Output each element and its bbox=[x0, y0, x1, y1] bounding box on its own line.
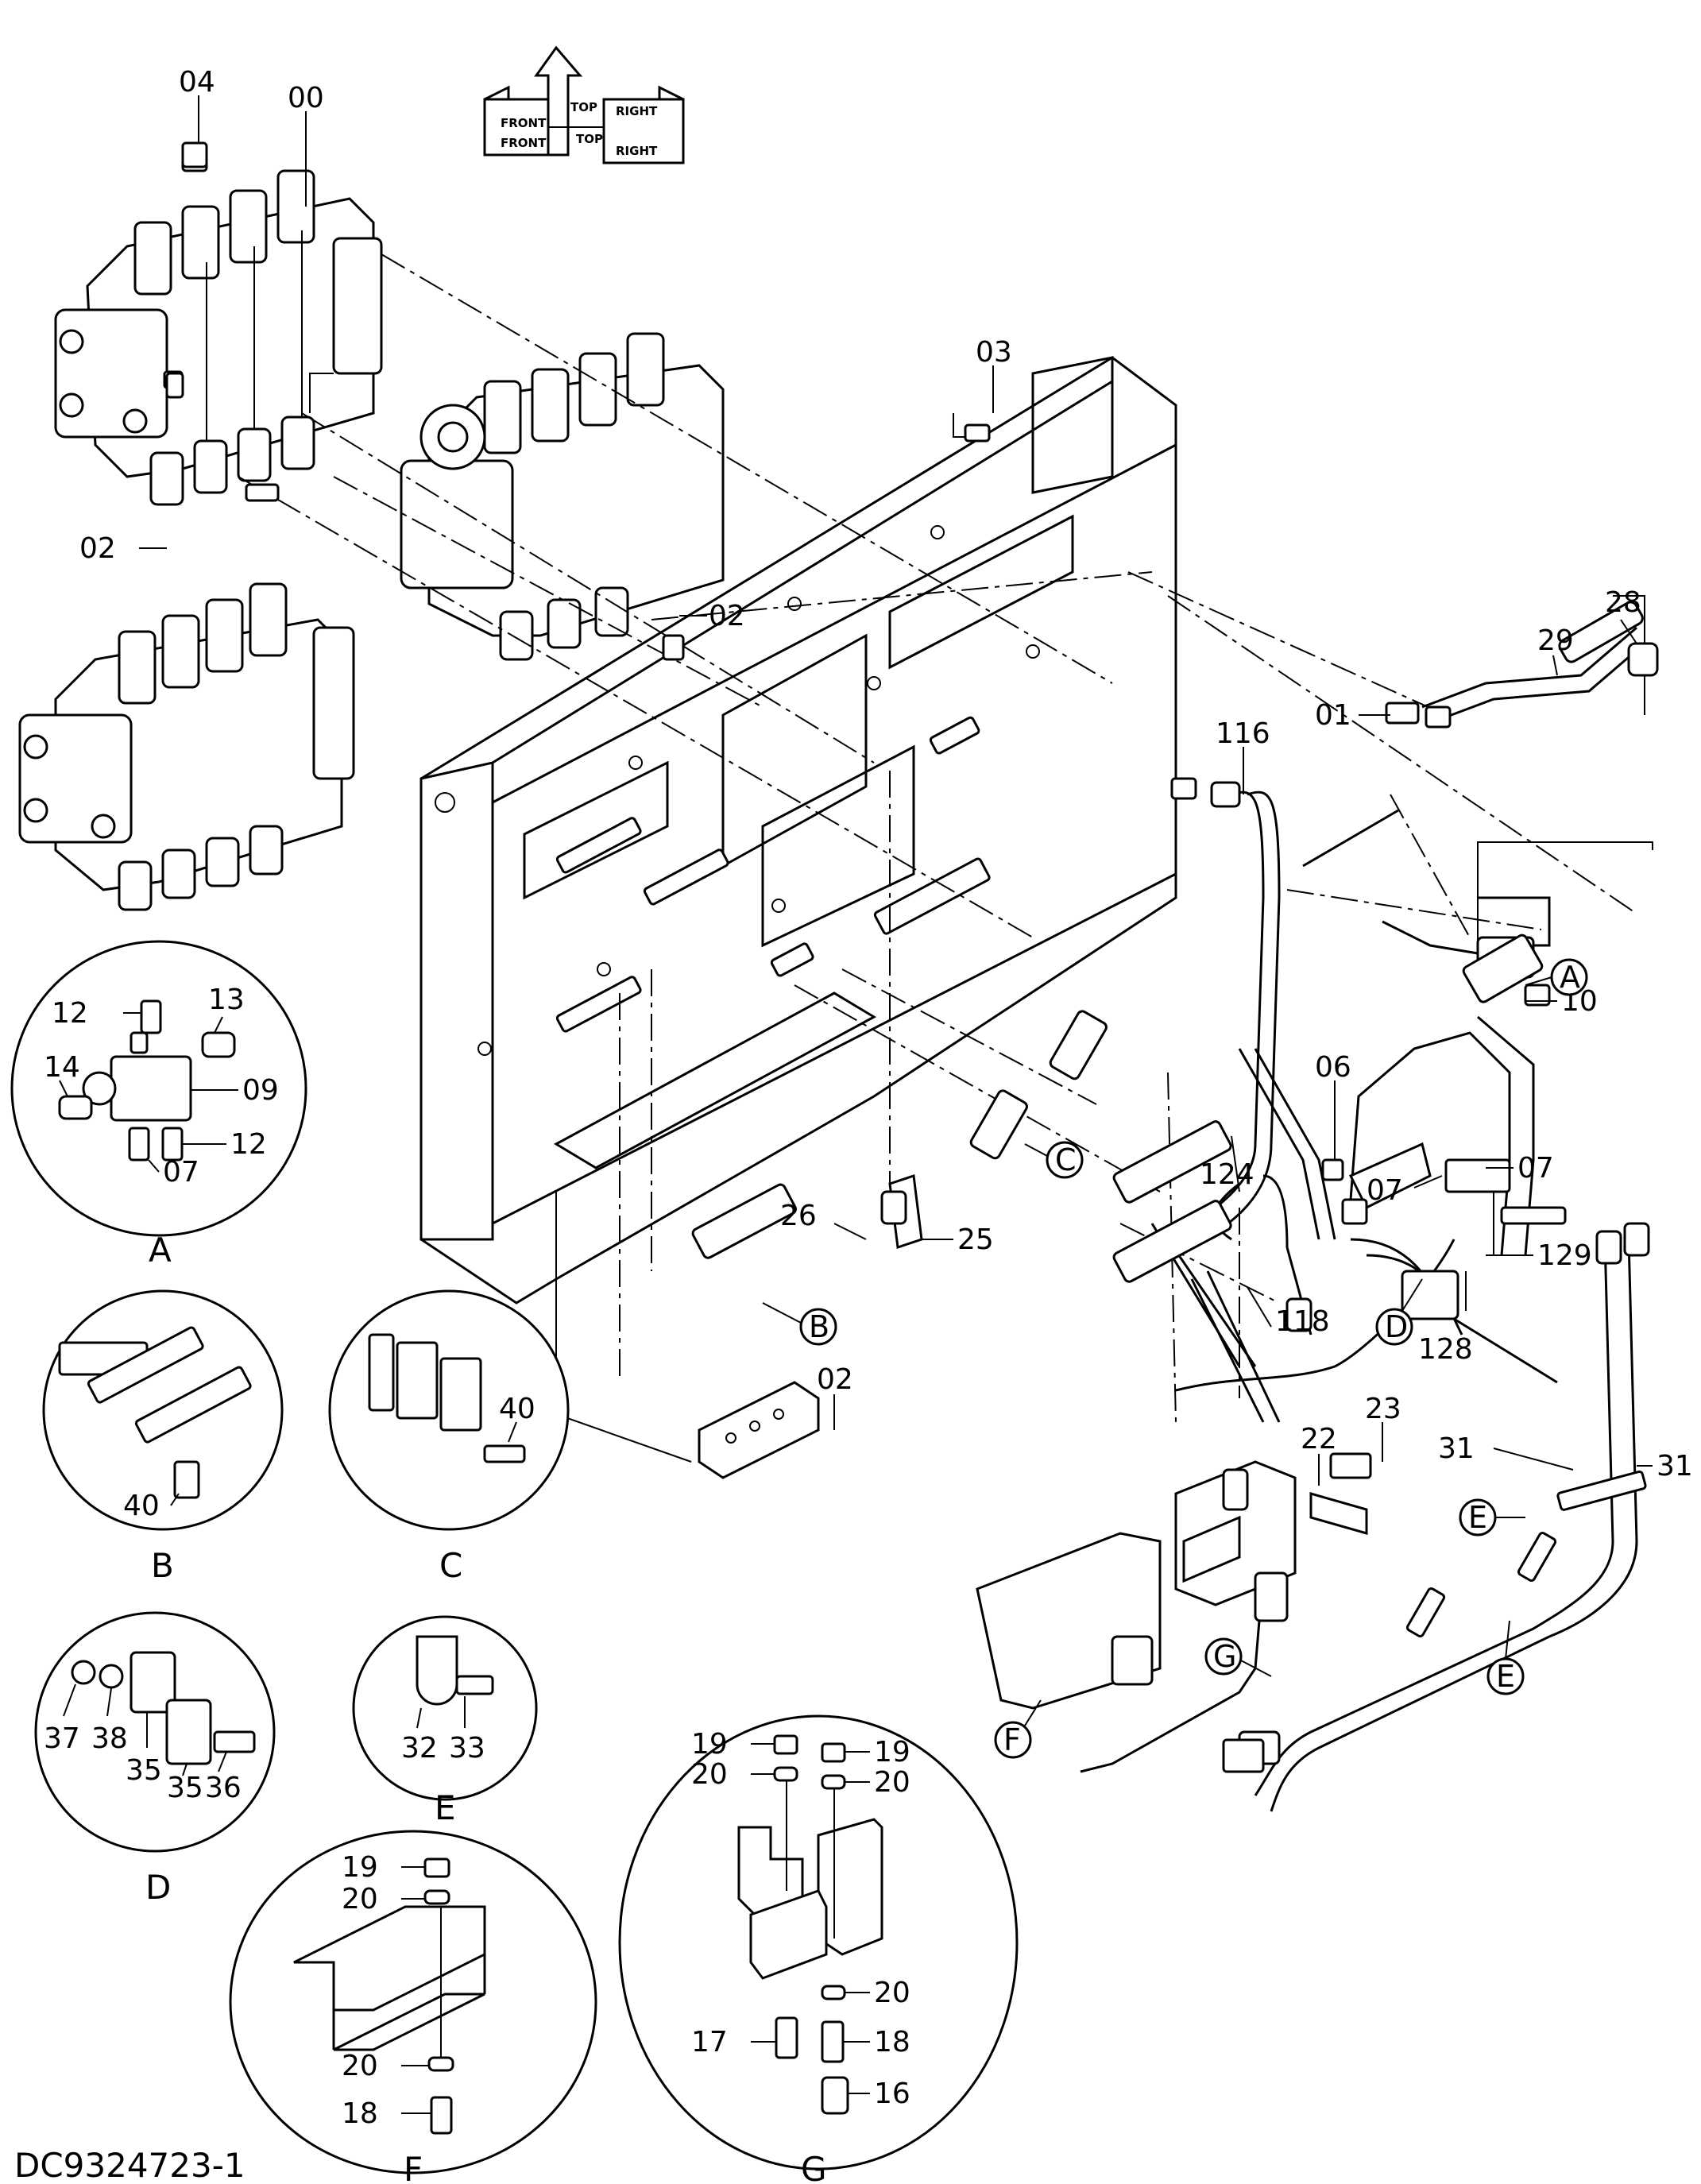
control-valve-main bbox=[54, 145, 383, 506]
detail-F-caption: F bbox=[404, 2150, 423, 2184]
detail-G: 19 19 20 20 20 17 18 16 G bbox=[618, 1714, 1019, 2184]
callout-00: 00 bbox=[288, 82, 324, 114]
detail-B-caption: B bbox=[151, 1546, 174, 1585]
callout-07-right: 07 bbox=[1517, 1152, 1554, 1185]
callout-06: 06 bbox=[1315, 1051, 1351, 1084]
detail-F-label-20-top: 20 bbox=[342, 1883, 378, 1915]
detail-A-label-14: 14 bbox=[44, 1051, 80, 1084]
hose-clamps bbox=[1222, 1470, 1647, 1773]
detail-A-label-12-top: 12 bbox=[52, 997, 88, 1030]
orientation-top-mirrored: TOP bbox=[576, 132, 603, 146]
drawing-id: DC9324723-1 bbox=[14, 2146, 245, 2184]
main-callouts: 04 00 02 02 03 01 29 28 116 10 06 07 07 … bbox=[79, 66, 1693, 1486]
marker-A: A bbox=[1560, 960, 1580, 995]
marker-G: G bbox=[1213, 1639, 1236, 1674]
valve-frame bbox=[419, 356, 1177, 1305]
orientation-right: RIGHT bbox=[616, 144, 658, 158]
callout-01: 01 bbox=[1315, 699, 1351, 732]
callout-23: 23 bbox=[1365, 1393, 1401, 1425]
detail-A: 12 13 14 09 12 07 A bbox=[10, 940, 307, 1270]
callout-26: 26 bbox=[780, 1200, 817, 1232]
detail-G-label-20-lower: 20 bbox=[874, 1977, 910, 2009]
detail-A-label-13: 13 bbox=[208, 984, 245, 1016]
callout-07-left: 07 bbox=[1367, 1174, 1403, 1207]
marker-E2: E bbox=[1496, 1659, 1515, 1694]
detail-A-label-09: 09 bbox=[242, 1074, 279, 1107]
detail-C-label-40: 40 bbox=[499, 1393, 535, 1425]
marker-C: C bbox=[1055, 1142, 1077, 1177]
callout-129: 129 bbox=[1537, 1239, 1592, 1272]
detail-F-label-19: 19 bbox=[342, 1851, 378, 1884]
detail-E-label-32: 32 bbox=[401, 1732, 438, 1765]
detail-A-label-07: 07 bbox=[163, 1156, 199, 1189]
detail-C: 40 C bbox=[328, 1289, 570, 1585]
callout-31-left: 31 bbox=[1438, 1432, 1475, 1465]
callout-22: 22 bbox=[1301, 1423, 1337, 1455]
detail-D-label-35-right: 35 bbox=[167, 1772, 203, 1804]
detail-B-label-40: 40 bbox=[123, 1490, 160, 1522]
callout-28: 28 bbox=[1605, 586, 1641, 619]
orientation-compass-icon: FRONT TOP FRONT RIGHT RIGHT TOP bbox=[483, 45, 685, 164]
control-valve-lower bbox=[18, 582, 355, 911]
callout-04: 04 bbox=[179, 66, 215, 99]
marker-B: B bbox=[809, 1309, 829, 1344]
detail-G-label-20-left: 20 bbox=[691, 1758, 728, 1791]
detail-F-label-18: 18 bbox=[342, 2097, 378, 2130]
detail-G-label-18: 18 bbox=[874, 2026, 910, 2058]
control-valve-middle bbox=[400, 332, 725, 661]
detail-G-label-16: 16 bbox=[874, 2078, 910, 2110]
detail-D-label-36: 36 bbox=[205, 1772, 242, 1804]
detail-G-label-19-left: 19 bbox=[691, 1728, 728, 1761]
callout-29: 29 bbox=[1537, 624, 1574, 657]
detail-A-caption: A bbox=[149, 1231, 172, 1270]
orientation-front-mirrored: FRONT bbox=[501, 116, 547, 130]
marker-E1: E bbox=[1468, 1500, 1487, 1535]
detail-D-label-38: 38 bbox=[91, 1722, 128, 1755]
callout-03: 03 bbox=[976, 336, 1012, 369]
callout-31-right: 31 bbox=[1657, 1450, 1693, 1482]
callout-124: 124 bbox=[1200, 1158, 1254, 1191]
detail-E-caption: E bbox=[435, 1788, 456, 1827]
detail-G-label-19-right: 19 bbox=[874, 1736, 910, 1768]
detail-B: 40 B bbox=[42, 1289, 284, 1585]
detail-D-label-37: 37 bbox=[44, 1722, 80, 1755]
detail-C-caption: C bbox=[439, 1546, 462, 1585]
callout-128: 128 bbox=[1418, 1333, 1473, 1366]
orientation-right-mirrored: RIGHT bbox=[616, 104, 658, 118]
detail-D: 37 38 35 35 36 D bbox=[34, 1611, 276, 1907]
marker-F: F bbox=[1003, 1722, 1021, 1757]
detail-E-label-33: 33 bbox=[449, 1732, 485, 1765]
callout-02-bottom: 02 bbox=[817, 1363, 853, 1396]
detail-D-caption: D bbox=[145, 1868, 171, 1907]
detail-D-label-35-left: 35 bbox=[126, 1754, 162, 1787]
detail-G-label-17: 17 bbox=[691, 2026, 728, 2058]
orientation-top: TOP bbox=[570, 100, 597, 114]
detail-F: 19 20 20 18 F bbox=[229, 1830, 597, 2184]
detail-G-label-20-right: 20 bbox=[874, 1766, 910, 1799]
orientation-front: FRONT bbox=[501, 136, 547, 150]
detail-F-label-20-bottom: 20 bbox=[342, 2050, 378, 2082]
detail-G-caption: G bbox=[801, 2150, 827, 2184]
marker-D: D bbox=[1385, 1309, 1408, 1344]
detail-markers: A B C D E E F G bbox=[762, 958, 1588, 1759]
callout-02-left: 02 bbox=[79, 532, 116, 565]
callout-02-middle: 02 bbox=[709, 600, 745, 632]
callout-118: 118 bbox=[1275, 1305, 1330, 1338]
callout-25: 25 bbox=[957, 1223, 994, 1256]
detail-A-label-12-bottom: 12 bbox=[230, 1128, 267, 1161]
callout-116: 116 bbox=[1216, 717, 1270, 750]
detail-E: 32 33 E bbox=[352, 1615, 538, 1827]
